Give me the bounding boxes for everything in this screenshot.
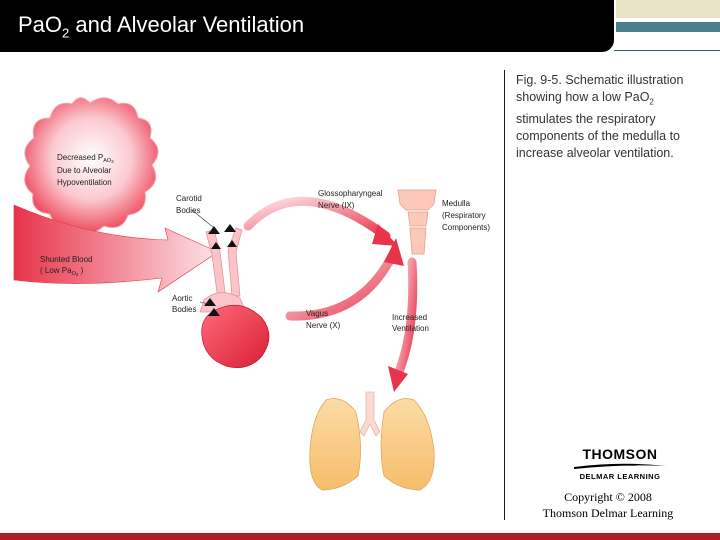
vagus-label-2: Nerve (X) — [306, 321, 341, 330]
aortic-label-2: Bodies — [172, 305, 196, 314]
carotid-pointer — [191, 209, 215, 229]
carotid-body-marker-3 — [211, 242, 221, 249]
medulla — [397, 189, 437, 255]
shunted-blood-label: Shunted Blood — [40, 255, 93, 264]
glossopharyngeal-label-2: Nerve (IX) — [318, 201, 355, 210]
slide-title: PaO2 and Alveolar Ventilation — [18, 12, 305, 41]
ventilation-diagram: Decreased PAO2 Due to Alveolar Hypoventi… — [13, 97, 490, 491]
decreased-line3: Hypoventilation — [57, 178, 112, 187]
aortic-pointer — [199, 301, 210, 305]
header-decoration-line — [614, 50, 720, 51]
lungs — [309, 391, 435, 491]
aortic-body-marker-1 — [204, 298, 216, 306]
increased-ventilation-arrowhead — [388, 366, 408, 392]
bottom-accent-bar — [0, 533, 720, 540]
carotid-body-marker-2 — [224, 224, 236, 232]
carotid-label-2: Bodies — [176, 206, 200, 215]
carotid-label-1: Carotid — [176, 194, 202, 203]
vagus-arrowhead — [384, 238, 404, 266]
shunted-blood-arrow — [13, 204, 219, 293]
glossopharyngeal-arrowhead — [372, 224, 398, 246]
medulla-label-2: (Respiratory — [442, 211, 486, 220]
increased-label-1: Increased — [392, 313, 427, 322]
title-bar: PaO2 and Alveolar Ventilation — [0, 0, 614, 52]
carotid-body-marker-1 — [208, 226, 220, 234]
increased-ventilation-arrow — [393, 257, 418, 379]
aortic-label-1: Aortic — [172, 294, 192, 303]
heart — [201, 304, 270, 368]
carotid-arteries — [199, 227, 247, 313]
medulla-label-3: Components) — [442, 223, 490, 232]
decreased-line2: Due to Alveolar — [57, 166, 112, 175]
vertical-divider — [504, 70, 505, 520]
publisher-logo: THOMSON DELMAR LEARNING — [570, 446, 670, 481]
medulla-label-1: Medulla — [442, 199, 471, 208]
shunted-low-pao2-label: ( Low PaO2 ) — [40, 266, 84, 277]
vagus-arrow — [285, 251, 397, 321]
copyright-line-1: Copyright © 2008 — [564, 490, 652, 504]
copyright-line-2: Thomson Delmar Learning — [542, 506, 674, 520]
publisher-name: THOMSON — [582, 446, 658, 462]
vagus-label-1: Vagus — [306, 309, 328, 318]
figure-caption: Fig. 9-5. Schematic illustration showing… — [516, 73, 684, 160]
glossopharyngeal-label-1: Glossopharyngeal — [318, 189, 383, 198]
increased-label-2: Ventilation — [392, 324, 429, 333]
copyright-notice: Copyright © 2008 Thomson Delmar Learning — [528, 489, 688, 521]
glossopharyngeal-arrow — [243, 196, 391, 241]
aortic-body-marker-2 — [208, 308, 220, 316]
publisher-subtitle: DELMAR LEARNING — [579, 472, 661, 481]
header-decoration-beige — [616, 0, 720, 18]
decreased-pao2-label: Decreased PAO2 — [57, 153, 114, 164]
carotid-body-marker-4 — [227, 240, 237, 247]
publisher-swoosh-icon — [574, 463, 666, 469]
header-decoration-teal — [616, 22, 720, 32]
